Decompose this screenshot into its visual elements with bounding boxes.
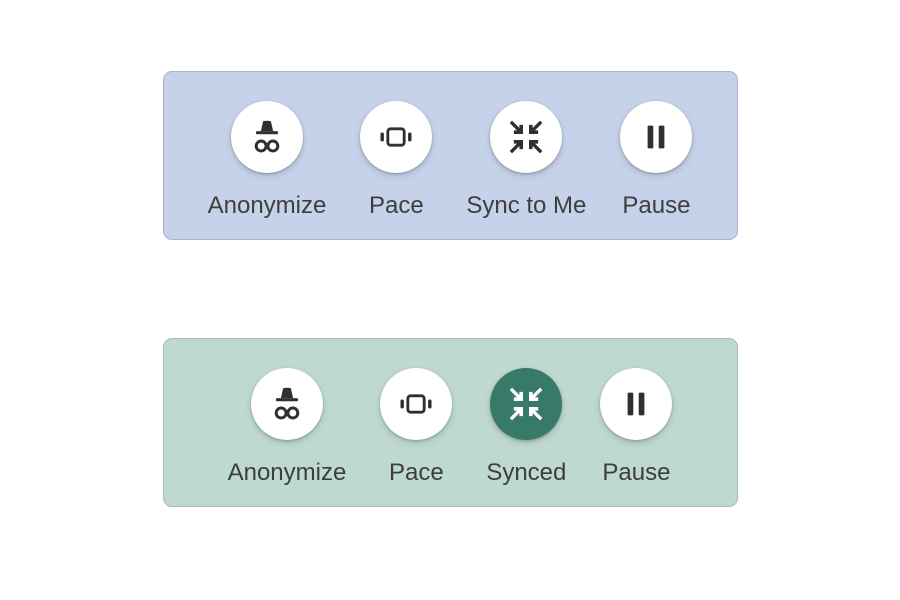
synced-button[interactable] — [490, 368, 563, 440]
tool-pause: Pause — [620, 101, 693, 239]
session-toolbar-unsynced: Anonymize Pace Sync to Me Pause — [162, 71, 738, 240]
pace-button[interactable] — [380, 368, 453, 440]
tool-sync-to-me: Sync to Me — [466, 101, 586, 239]
anonymize-button[interactable] — [230, 101, 303, 173]
tool-pace: Pace — [360, 101, 433, 239]
tool-label: Pace — [388, 459, 444, 486]
pause-icon — [638, 119, 674, 155]
tool-label: Pace — [368, 192, 424, 219]
collapse-arrows-icon — [508, 119, 544, 155]
tool-pace: Pace — [380, 368, 453, 506]
incognito-icon — [269, 386, 305, 422]
pace-button[interactable] — [360, 101, 433, 173]
vibration-icon — [378, 119, 414, 155]
collapse-arrows-icon — [508, 386, 544, 422]
tool-label: Pause — [622, 192, 691, 219]
tool-label: Synced — [486, 459, 567, 486]
tool-label: Anonymize — [207, 192, 327, 219]
vibration-icon — [398, 386, 434, 422]
anonymize-button[interactable] — [250, 368, 323, 440]
session-toolbar-synced: Anonymize Pace Synced Pause — [162, 338, 738, 507]
incognito-icon — [249, 119, 285, 155]
tool-anonymize: Anonymize — [227, 368, 347, 506]
tool-label: Pause — [602, 459, 671, 486]
tool-label: Anonymize — [227, 459, 347, 486]
pause-icon — [618, 386, 654, 422]
pause-button[interactable] — [620, 101, 693, 173]
tool-synced: Synced — [486, 368, 566, 506]
tool-pause: Pause — [600, 368, 673, 506]
tool-label: Sync to Me — [466, 192, 587, 219]
pause-button[interactable] — [600, 368, 673, 440]
tool-anonymize: Anonymize — [207, 101, 327, 239]
sync-to-me-button[interactable] — [490, 101, 563, 173]
